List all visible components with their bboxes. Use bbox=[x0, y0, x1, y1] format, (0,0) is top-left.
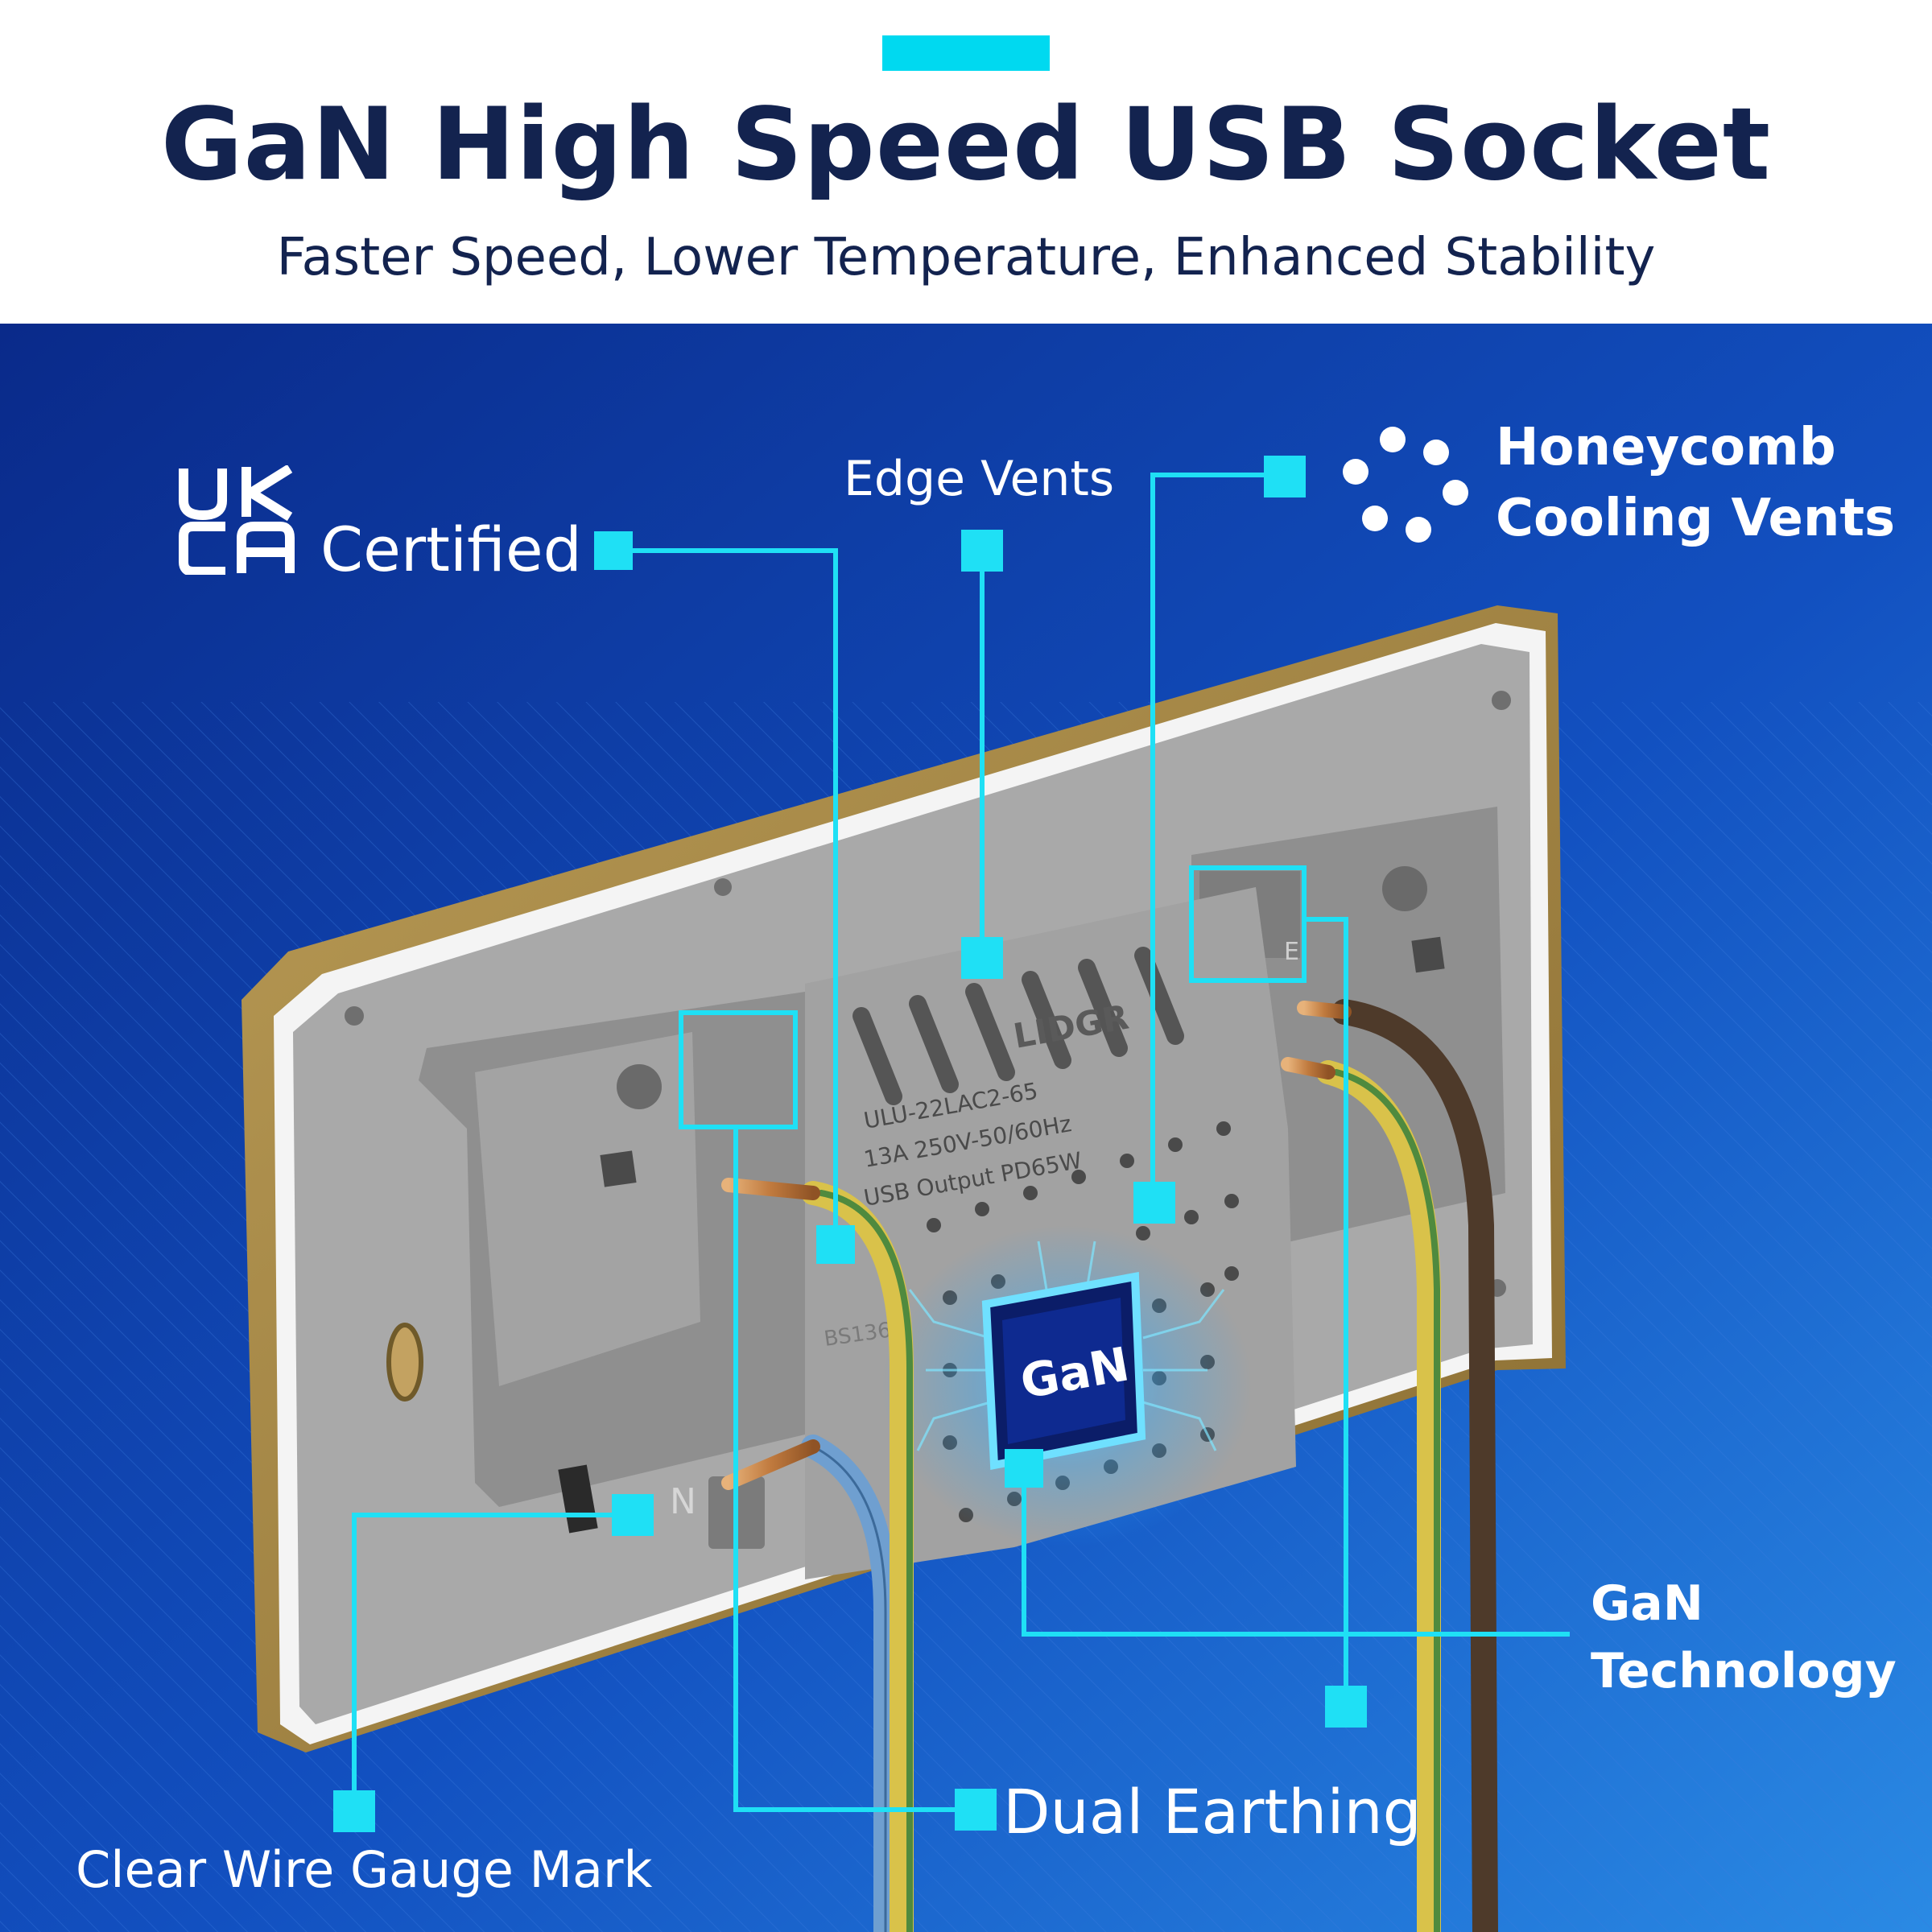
honeycomb-label-line1: Honeycomb bbox=[1496, 418, 1836, 477]
ukca-mark-icon bbox=[177, 465, 296, 575]
scene-svg: N E bbox=[0, 324, 1932, 1932]
left-socket-module: N bbox=[419, 992, 813, 1549]
callout-line-gan bbox=[1022, 1465, 1570, 1637]
accent-bar bbox=[882, 35, 1050, 71]
earth-wire-right bbox=[1316, 1060, 1441, 1932]
gan-technology-line2: Technology bbox=[1591, 1643, 1897, 1699]
gan-technology-label: GaN Technology bbox=[1591, 1570, 1897, 1705]
earth-terminal-highlight-right bbox=[1189, 865, 1307, 983]
header: GaN High Speed USB Socket Faster Speed, … bbox=[0, 0, 1932, 324]
callout-line-dual-earthing-right bbox=[1304, 917, 1348, 1708]
right-terminal-e-label: E bbox=[1284, 938, 1299, 966]
wires bbox=[721, 999, 1498, 1932]
wire-gauge-label: Clear Wire Gauge Mark bbox=[76, 1840, 653, 1899]
callout-line-dual-earthing-left bbox=[733, 1127, 955, 1812]
honeycomb-label: Honeycomb Cooling Vents bbox=[1496, 412, 1895, 554]
dual-earthing-label: Dual Earthing bbox=[1003, 1776, 1422, 1847]
page-subtitle: Faster Speed, Lower Temperature, Enhance… bbox=[276, 228, 1656, 287]
terminal-n-label: N bbox=[670, 1481, 696, 1522]
certified-label: Certified bbox=[320, 514, 582, 585]
callout-lines bbox=[333, 456, 1570, 1832]
callout-line-certified bbox=[633, 548, 838, 1245]
page-title: GaN High Speed USB Socket bbox=[160, 87, 1772, 203]
gan-chip-icon: GaN bbox=[881, 1225, 1252, 1547]
live-wire bbox=[1331, 999, 1498, 1932]
product-scene: N E bbox=[0, 324, 1932, 1932]
callout-line-wire-gauge bbox=[352, 1513, 633, 1811]
honeycomb-label-line2: Cooling Vents bbox=[1496, 489, 1896, 548]
edge-vents-label: Edge Vents bbox=[844, 451, 1115, 507]
callout-line-honeycomb bbox=[1150, 473, 1264, 1201]
honeycomb-dots-icon bbox=[1343, 425, 1472, 544]
gan-technology-line1: GaN bbox=[1591, 1575, 1703, 1632]
